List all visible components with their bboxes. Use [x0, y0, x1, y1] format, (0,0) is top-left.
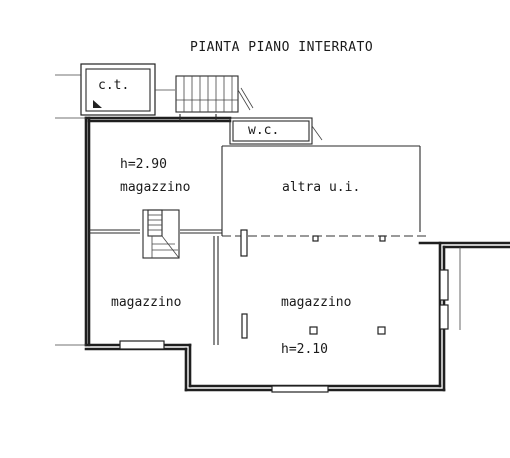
staircase-top: [175, 75, 254, 113]
wc-room-walls: [229, 117, 323, 145]
room-label-ct: c.t.: [98, 78, 130, 93]
ground-lines: [55, 117, 461, 346]
ct-corner-mark: [93, 100, 102, 108]
ct-room-walls: [55, 63, 175, 116]
altra-ui-boundary: [221, 145, 430, 237]
room-label-magazzino-right: magazzino: [281, 295, 352, 310]
plan-title: PIANTA PIANO INTERRATO: [190, 40, 374, 55]
room-label-wc: w.c.: [248, 123, 280, 138]
staircase-internal: [142, 209, 180, 259]
room-label-altra-ui: altra u.i.: [282, 180, 361, 195]
height-label-right: h=2.10: [281, 342, 328, 357]
room-label-magazzino-lower-left: magazzino: [111, 295, 182, 310]
room-label-magazzino-upper: magazzino: [120, 180, 191, 195]
windows: [119, 114, 449, 393]
outer-walls: [84, 116, 510, 392]
height-label-left: h=2.90: [120, 157, 167, 172]
interior-partitions: [89, 229, 386, 345]
